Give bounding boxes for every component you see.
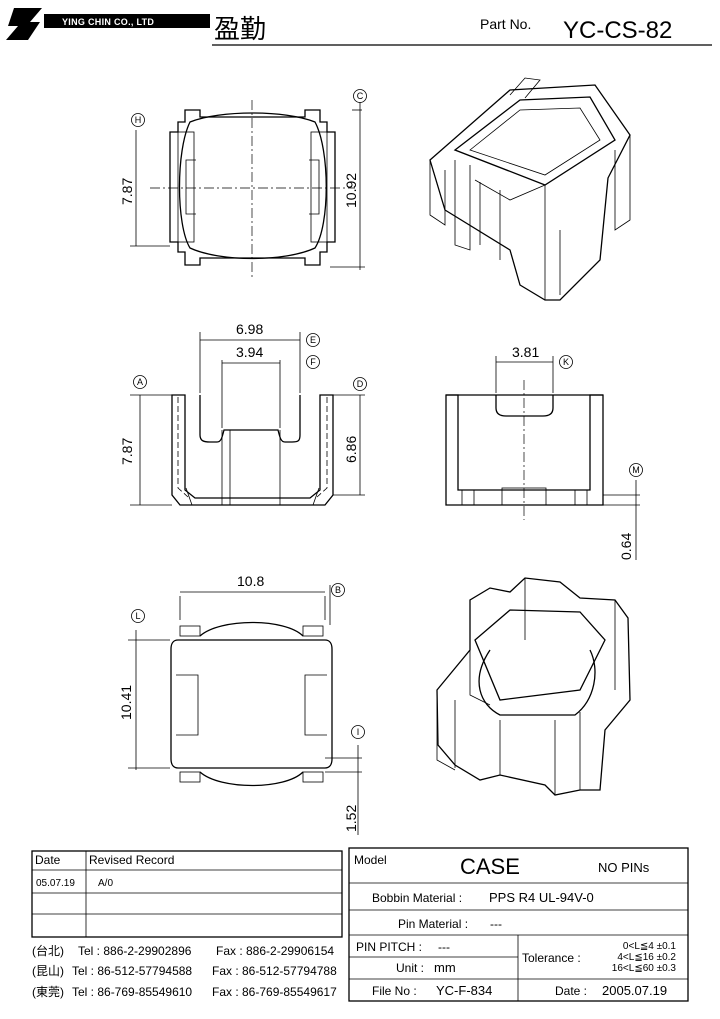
svg-text:I: I	[357, 727, 360, 737]
tolerance-row: 0<L≦4 ±0.1	[623, 941, 677, 952]
pin-pitch-label: PIN PITCH :	[356, 940, 422, 954]
isometric-view-top	[429, 77, 631, 301]
marker-k: K	[559, 355, 573, 369]
marker-h: H	[131, 113, 145, 127]
marker-a: A	[133, 375, 147, 389]
revision-table	[31, 850, 343, 938]
tolerance-label: Tolerance :	[522, 951, 581, 965]
contact-list: (台北) Tel : 886-2-29902896 Fax : 886-2-29…	[32, 943, 337, 999]
marker-c: C	[353, 89, 367, 103]
contact-fax: Fax : 86-769-85549617	[212, 985, 337, 999]
company-brand: 盈勤	[214, 14, 266, 44]
svg-text:H: H	[135, 115, 142, 125]
contact-tel: Tel : 886-2-29902896	[78, 944, 192, 958]
svg-text:B: B	[335, 585, 341, 595]
pin-material-label: Pin Material :	[398, 917, 468, 931]
spec-table	[348, 847, 689, 1002]
marker-i: I	[351, 725, 365, 739]
svg-text:F: F	[310, 357, 316, 367]
dim-bottom-offset: 1.52	[343, 805, 359, 832]
tolerance-row: 16<L≦60 ±0.3	[612, 963, 677, 974]
marker-m: M	[629, 463, 643, 477]
dim-front-inner-height: 6.86	[343, 436, 359, 463]
contact-tel: Tel : 86-512-57794588	[72, 964, 192, 978]
marker-b: B	[331, 583, 345, 597]
dim-side-slot: 3.81	[512, 344, 539, 360]
contact-city: (東莞)	[32, 985, 64, 999]
dim-top-height: 7.87	[119, 178, 135, 205]
svg-text:E: E	[310, 335, 316, 345]
revision-row-date: 05.07.19	[36, 878, 75, 889]
dim-top-width: 10.92	[343, 173, 359, 208]
dim-pin-offset: 0.64	[618, 533, 634, 560]
file-no-label: File No :	[372, 984, 417, 998]
company-name: YING CHIN CO., LTD	[62, 17, 154, 27]
company-logo	[6, 8, 210, 40]
bobbin-material-label: Bobbin Material :	[372, 891, 462, 905]
part-number: YC-CS-82	[563, 17, 672, 44]
svg-text:L: L	[135, 611, 140, 621]
date-label: Date :	[555, 984, 587, 998]
top-view	[130, 100, 365, 278]
contact-city: (昆山)	[32, 964, 64, 978]
dim-front-height: 7.87	[119, 438, 135, 465]
unit-label: Unit :	[396, 961, 424, 975]
revision-date-header: Date	[35, 853, 61, 867]
unit-value: mm	[434, 960, 456, 975]
side-view	[445, 356, 640, 560]
front-view	[130, 332, 365, 506]
marker-e: E	[306, 333, 320, 347]
marker-f: F	[306, 355, 320, 369]
bobbin-material-value: PPS R4 UL-94V-0	[489, 890, 594, 905]
part-no-label: Part No.	[480, 16, 531, 32]
file-no-value: YC-F-834	[436, 983, 492, 998]
tolerance-row: 4<L≦16 ±0.2	[617, 952, 676, 963]
marker-d: D	[353, 377, 367, 391]
svg-text:D: D	[357, 379, 364, 389]
model-label: Model	[354, 853, 387, 867]
svg-text:M: M	[632, 465, 640, 475]
contact-fax: Fax : 86-512-57794788	[212, 964, 337, 978]
contact-city: (台北)	[32, 943, 64, 958]
dim-bottom-height: 10.41	[118, 685, 134, 720]
pins-value: NO PINs	[598, 860, 650, 875]
date-value: 2005.07.19	[602, 983, 667, 998]
isometric-view-bottom	[436, 577, 631, 796]
contact-tel: Tel : 86-769-85549610	[72, 985, 192, 999]
model-value: CASE	[460, 854, 520, 879]
marker-l: L	[131, 609, 145, 623]
svg-text:C: C	[357, 91, 364, 101]
revision-record-header: Revised Record	[89, 853, 174, 867]
pin-material-value: ---	[490, 917, 502, 931]
dim-bottom-width: 10.8	[237, 573, 264, 589]
revision-row-record: A/0	[98, 878, 113, 889]
bottom-view	[128, 585, 362, 835]
svg-text:A: A	[137, 377, 143, 387]
dim-front-inner: 3.94	[236, 344, 263, 360]
pin-pitch-value: ---	[438, 940, 450, 954]
contact-fax: Fax : 886-2-29906154	[216, 944, 334, 958]
dim-front-outer: 6.98	[236, 321, 263, 337]
svg-text:K: K	[563, 357, 569, 367]
